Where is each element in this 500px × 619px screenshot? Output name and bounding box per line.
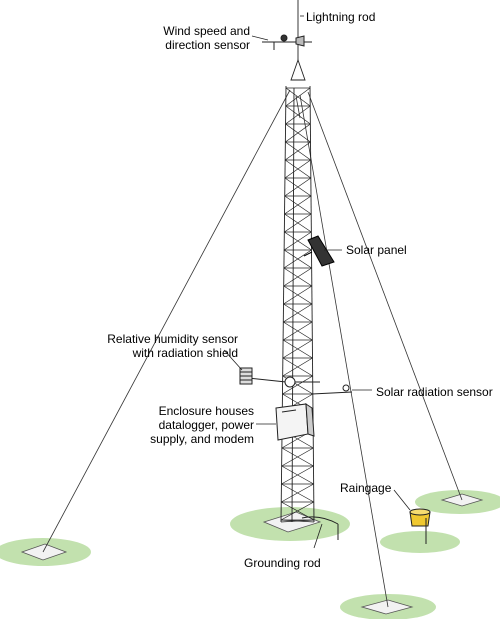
lattice-brace	[284, 177, 312, 197]
lattice-brace	[281, 483, 314, 503]
label-enclosure-line3: supply, and modem	[150, 432, 254, 446]
label-enclosure-line1: Enclosure houses	[158, 404, 254, 418]
label-rh-sensor-line2: with radiation shield	[132, 346, 238, 360]
label-enclosure-line2: datalogger, power	[158, 418, 254, 432]
solar-panel-icon	[303, 235, 335, 267]
label-rh-sensor: Relative humidity sensor with radiation …	[96, 332, 238, 360]
label-raingage: Raingage	[340, 481, 392, 495]
lattice-brace	[284, 141, 311, 161]
raingage-icon	[409, 508, 431, 544]
lattice-brace	[282, 357, 313, 377]
lattice-brace	[280, 501, 314, 521]
grounding-rod	[301, 516, 339, 540]
lattice-brace	[283, 285, 313, 305]
label-enclosure: Enclosure houses datalogger, power suppl…	[140, 404, 254, 446]
lattice-brace	[285, 87, 311, 107]
lattice-brace	[282, 321, 313, 341]
lattice-brace	[283, 249, 312, 269]
enclosure-box	[275, 403, 315, 441]
lattice-brace	[284, 213, 312, 233]
label-wind-sensor-line1: Wind speed and	[163, 24, 250, 38]
lattice-brace	[283, 303, 313, 323]
label-wind-sensor-line2: direction sensor	[165, 38, 250, 52]
lattice-brace	[285, 105, 311, 125]
lattice-brace	[282, 375, 313, 395]
lattice-brace	[281, 447, 314, 467]
tower-lattice	[280, 87, 315, 523]
lattice-brace	[280, 519, 315, 523]
guy-wires	[42, 89, 463, 608]
weather-tower	[280, 0, 315, 523]
label-rh-sensor-line1: Relative humidity sensor	[107, 332, 238, 346]
wind-sensor-icon	[262, 34, 312, 50]
leader-lines	[223, 15, 411, 549]
label-grounding-rod: Grounding rod	[244, 556, 321, 570]
label-wind-sensor: Wind speed and direction sensor	[160, 24, 250, 52]
lattice-brace	[284, 159, 311, 179]
lattice-brace	[283, 231, 312, 251]
label-solar-radiation-sensor: Solar radiation sensor	[376, 385, 493, 399]
lattice-brace	[282, 339, 313, 359]
rh-sensor-icon	[239, 367, 320, 388]
lattice-brace	[284, 195, 312, 215]
lattice-brace	[285, 123, 311, 143]
lattice-brace	[281, 465, 314, 485]
lattice-brace	[283, 267, 312, 287]
label-lightning-rod: Lightning rod	[306, 10, 376, 24]
solar-radiation-sensor-arm	[311, 384, 353, 395]
label-solar-panel: Solar panel	[346, 243, 407, 257]
